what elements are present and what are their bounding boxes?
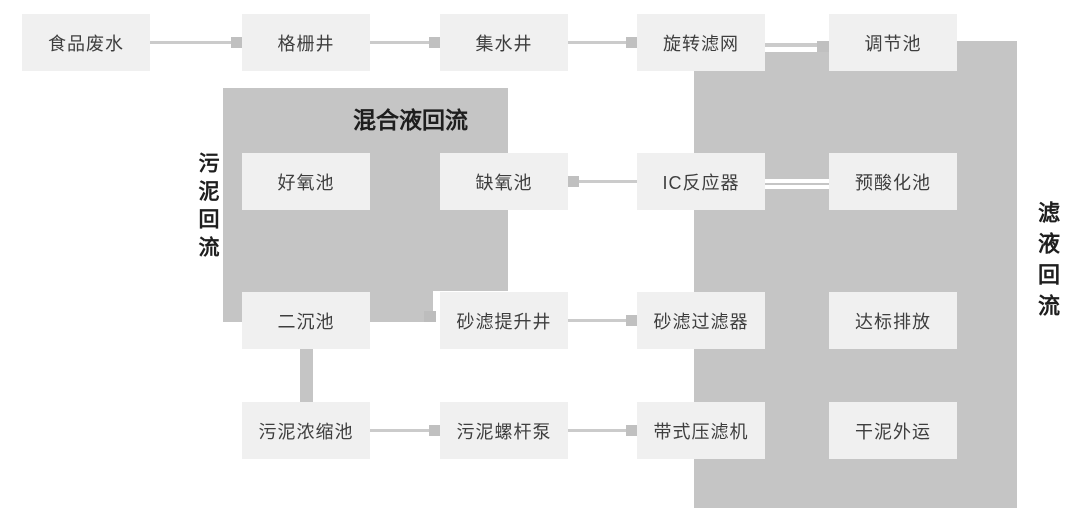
node-sand-filter: 砂滤过滤器 [637,292,765,349]
node-collection-well: 集水井 [440,14,568,71]
node-rotary-screen: 旋转滤网 [637,14,765,71]
edge-collection-well-rotary-screen-line [568,41,626,44]
node-ic-reactor: IC反应器 [637,153,765,210]
node-discharge-standard: 达标排放 [829,292,957,349]
edge-sludge-screw-pump-belt-filter-press-line [568,429,626,432]
node-belt-filter-press: 带式压滤机 [637,402,765,459]
edge-rotary-screen-equalization-tank-line-bottom [765,47,817,52]
label-filtrate-return: 滤液回流 [1035,201,1060,325]
node-bar-screen-well: 格栅井 [242,14,370,71]
edge-sand-filter-lift-well-sand-filter-line [568,319,626,322]
node-equalization-tank: 调节池 [829,14,957,71]
label-mixed-liquor-return: 混合液回流 [353,107,468,133]
node-sludge-thickener: 污泥浓缩池 [242,402,370,459]
edge-sludge-thickener-sludge-screw-pump-arrow-icon [429,425,440,436]
edge-ic-reactor-pre-acidification-tank-line-top [765,178,829,183]
edge-bar-screen-well-collection-well-line [370,41,429,44]
edge-ic-reactor-anoxic-tank-line [579,180,637,183]
edge-rotary-screen-equalization-tank-arrow-icon [817,40,829,52]
node-aerobic-tank: 好氧池 [242,153,370,210]
edge-sludge-thickener-sludge-screw-pump-line [370,429,429,432]
label-sludge-return: 污泥回流 [196,152,219,264]
edge-sand-filter-lift-well-sand-filter-arrow-icon [626,315,637,326]
edge-food-wastewater-bar-screen-well-line [150,41,231,44]
edge-sludge-screw-pump-belt-filter-press-arrow-icon [626,425,637,436]
node-anoxic-tank: 缺氧池 [440,153,568,210]
edge-ic-reactor-anoxic-tank-arrow-icon [568,176,579,187]
edge-food-wastewater-bar-screen-well-arrow-icon [231,37,242,48]
edge-collection-well-rotary-screen-arrow-icon [626,37,637,48]
node-sand-filter-lift-well: 砂滤提升井 [440,292,568,349]
filtrate-loop-region-notch [765,52,822,69]
edge-secondary-clarifier-sludge-thickener-bar [300,349,313,402]
edge-ic-reactor-pre-acidification-tank-line-bottom [765,185,829,189]
node-sludge-screw-pump: 污泥螺杆泵 [440,402,568,459]
node-food-wastewater: 食品废水 [22,14,150,71]
node-pre-acidification-tank: 预酸化池 [829,153,957,210]
node-dry-sludge-removal: 干泥外运 [829,402,957,459]
edge-rotary-screen-equalization-tank-line-top [765,42,817,47]
node-secondary-clarifier: 二沉池 [242,292,370,349]
clarifier-to-liftwell-arrow-icon [424,311,436,322]
edge-bar-screen-well-collection-well-arrow-icon [429,37,440,48]
